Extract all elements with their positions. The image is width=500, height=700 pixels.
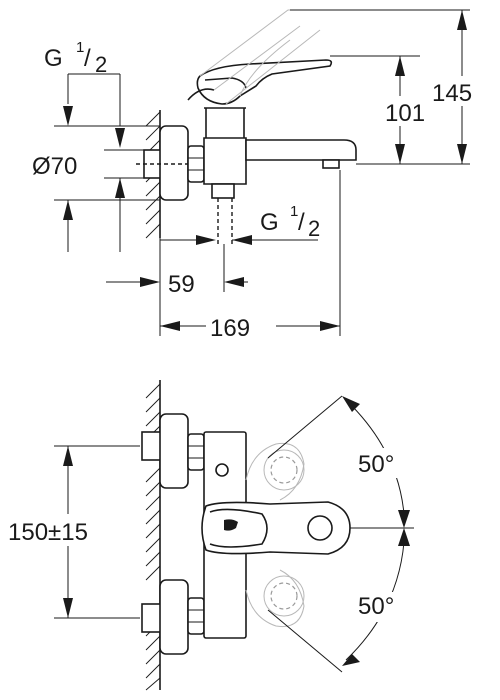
side-view: G 1 / 2 Ø70 (32, 9, 480, 342)
front-view: 150±15 50° 50° (2, 380, 414, 691)
dim-thread-bottom: G 1 / 2 (160, 203, 320, 245)
thread-top-denominator: 2 (95, 52, 107, 77)
height-101-label: 101 (385, 100, 425, 127)
thread-bottom-base: G (260, 209, 279, 236)
lower-outlet (211, 183, 235, 199)
dim-offset-59: 59 (106, 238, 248, 336)
svg-text:/: / (84, 45, 91, 72)
upper-nut (187, 433, 205, 471)
thread-top-base: G (44, 45, 63, 72)
angle-down-label: 50° (358, 593, 394, 620)
connection-nut (187, 145, 205, 183)
lever-front (201, 501, 351, 555)
lower-pipe-stub (141, 603, 163, 633)
thread-bottom-numerator: 1 (290, 203, 298, 220)
rosette (159, 125, 189, 201)
height-145-label: 145 (432, 80, 472, 107)
lever-ghosts (245, 442, 305, 628)
wall-front (145, 380, 161, 691)
spout (245, 139, 357, 161)
mixer-body (203, 137, 247, 185)
svg-text:/: / (298, 209, 305, 236)
dim-projection-169: 169 (160, 170, 341, 342)
centre-distance-label: 150±15 (8, 519, 88, 546)
angle-up-label: 50° (358, 451, 394, 478)
thread-bottom-denominator: 2 (308, 216, 320, 241)
dim-rosette: Ø70 (32, 149, 160, 252)
lower-nut (187, 597, 205, 635)
lever-cap (307, 515, 333, 541)
lever-indicator (224, 519, 238, 531)
dim-lever-angles: 50° 50° (267, 395, 414, 673)
projection-169-label: 169 (210, 315, 250, 342)
aerator (322, 159, 340, 169)
dim-thread-top: G 1 / 2 (44, 39, 160, 148)
dim-heights: 101 145 (290, 9, 480, 165)
lever-handle (196, 59, 333, 105)
rosette-diameter-label: Ø70 (32, 153, 77, 180)
diverter-knob (215, 463, 229, 477)
offset-59-label: 59 (168, 271, 195, 298)
lower-rosette (159, 579, 189, 655)
upper-rosette (159, 413, 189, 489)
upper-pipe-stub (141, 431, 163, 461)
dim-centre-distance: 150±15 (2, 445, 140, 619)
thread-top-numerator: 1 (76, 39, 84, 56)
